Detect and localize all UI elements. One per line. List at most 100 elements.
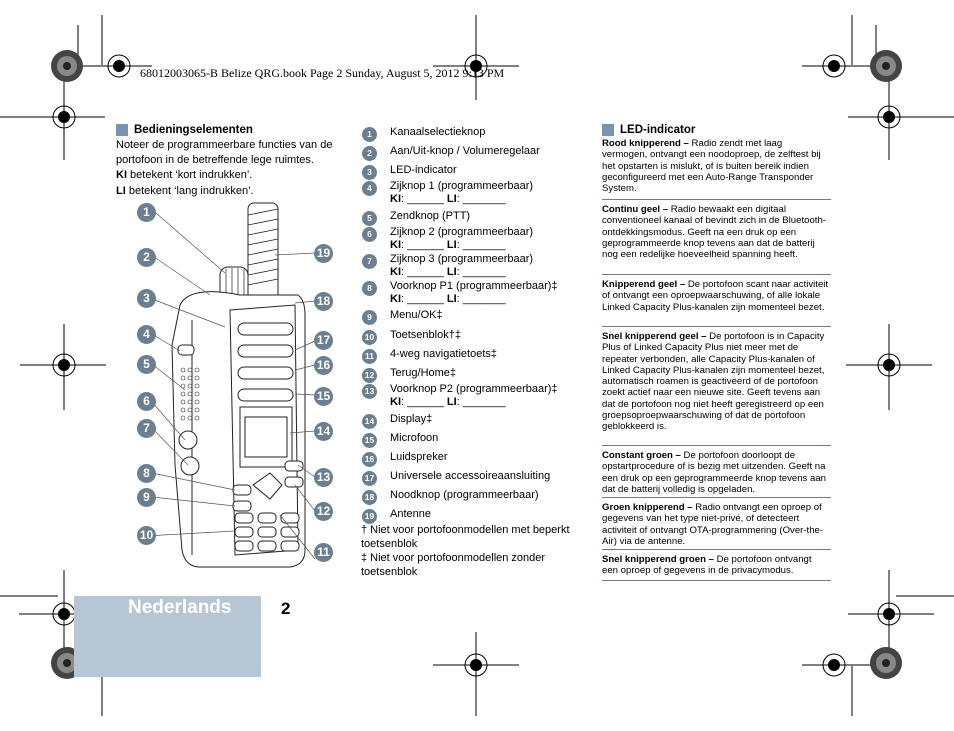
list-item: 9 Menu/OK‡ bbox=[362, 309, 443, 325]
callout-9: 9 bbox=[137, 488, 156, 507]
callout-7: 7 bbox=[137, 419, 156, 438]
divider bbox=[602, 580, 831, 581]
section-marker-icon bbox=[602, 124, 614, 136]
callout-14: 14 bbox=[314, 422, 333, 441]
item-number: 8 bbox=[362, 281, 377, 296]
item-number: 4 bbox=[362, 181, 377, 196]
section-marker-icon bbox=[116, 124, 128, 136]
list-item: 11 4-weg navigatietoets‡ bbox=[362, 348, 497, 364]
callout-19: 19 bbox=[314, 244, 333, 263]
led-title: LED-indicator bbox=[602, 124, 695, 136]
item-number: 19 bbox=[362, 509, 377, 524]
item-label: Universele accessoireaansluiting bbox=[390, 470, 551, 482]
item-label: Luidspreker bbox=[390, 451, 448, 463]
item-number: 13 bbox=[362, 384, 377, 399]
footnotes: † Niet voor portofoonmodellen met beperk… bbox=[361, 523, 591, 579]
callout-18: 18 bbox=[314, 292, 333, 311]
callout-10: 10 bbox=[137, 526, 156, 545]
callout-15: 15 bbox=[314, 387, 333, 406]
item-label: Voorknop P2 (programmeerbaar)‡KI: ______… bbox=[390, 383, 558, 409]
item-label: Voorknop P1 (programmeerbaar)‡KI: ______… bbox=[390, 280, 558, 306]
divider bbox=[602, 549, 831, 550]
page-number: 2 bbox=[281, 599, 291, 618]
led-entry: Constant groen – De portofoon doorloopt … bbox=[602, 450, 827, 495]
list-item: 10 Toetsenblok†‡ bbox=[362, 329, 461, 345]
item-label: Toetsenblok†‡ bbox=[390, 329, 461, 341]
language-tab bbox=[74, 596, 261, 677]
list-item: 1 Kanaalselectieknop bbox=[362, 126, 485, 142]
divider bbox=[602, 326, 831, 327]
item-number: 18 bbox=[362, 490, 377, 505]
controls-intro: Noteer de programmeerbare functies van d… bbox=[116, 138, 356, 199]
language-label: Nederlands bbox=[128, 597, 232, 618]
led-title-text: LED-indicator bbox=[620, 124, 696, 136]
list-item: 8 Voorknop P1 (programmeerbaar)‡KI: _____… bbox=[362, 280, 558, 306]
callout-17: 17 bbox=[314, 331, 333, 350]
callout-11: 11 bbox=[314, 543, 333, 562]
item-label: Kanaalselectieknop bbox=[390, 126, 486, 138]
item-label: Zijknop 1 (programmeerbaar)KI: ______ LI… bbox=[390, 180, 534, 206]
kl-explanation: KI betekent ‘kort indrukken’. bbox=[116, 169, 253, 182]
callout-1: 1 bbox=[137, 203, 156, 222]
list-item: 3 LED-indicator bbox=[362, 164, 457, 180]
list-item: 15 Microfoon bbox=[362, 432, 438, 448]
led-entry: Continu geel – Radio bewaakt een digitaa… bbox=[602, 204, 827, 261]
list-item: 12 Terug/Home‡ bbox=[362, 367, 456, 383]
ll-explanation: LI betekent ‘lang indrukken’. bbox=[116, 184, 254, 197]
led-entry: Rood knipperend – Radio zendt met laag v… bbox=[602, 138, 821, 195]
item-number: 16 bbox=[362, 452, 377, 467]
callout-8: 8 bbox=[137, 464, 156, 483]
item-number: 11 bbox=[362, 349, 377, 364]
callout-5: 5 bbox=[137, 355, 156, 374]
callout-6: 6 bbox=[137, 392, 156, 411]
controls-title-text: Bedieningselementen bbox=[134, 124, 253, 136]
list-item: 17 Universele accessoireaansluiting bbox=[362, 470, 550, 486]
item-number: 12 bbox=[362, 368, 377, 383]
item-label: Display‡ bbox=[390, 413, 433, 425]
item-label: Antenne bbox=[390, 508, 431, 520]
led-entry: Snel knipperend geel – De portofoon is i… bbox=[602, 331, 825, 433]
radio-illustration bbox=[144, 202, 316, 568]
item-label: Noodknop (programmeerbaar) bbox=[390, 489, 539, 501]
list-item: 19 Antenne bbox=[362, 508, 431, 524]
item-label: Microfoon bbox=[390, 432, 439, 444]
item-number: 6 bbox=[362, 227, 377, 242]
callout-16: 16 bbox=[314, 356, 333, 375]
callout-4: 4 bbox=[137, 325, 156, 344]
item-number: 7 bbox=[362, 254, 377, 269]
led-entry: Snel knipperend groen – De portofoon ont… bbox=[602, 554, 812, 577]
item-label: LED-indicator bbox=[390, 164, 457, 176]
list-item: 4 Zijknop 1 (programmeerbaar)KI: ______ L… bbox=[362, 180, 533, 206]
item-number: 15 bbox=[362, 433, 377, 448]
item-label: 4-weg navigatietoets‡ bbox=[390, 348, 498, 360]
list-item: 16 Luidspreker bbox=[362, 451, 447, 467]
item-number: 3 bbox=[362, 165, 377, 180]
divider bbox=[602, 199, 831, 200]
list-item: 5 Zendknop (PTT) bbox=[362, 210, 470, 226]
list-item: 2 Aan/Uit-knop / Volumeregelaar bbox=[362, 145, 540, 161]
callout-13: 13 bbox=[314, 468, 333, 487]
item-number: 2 bbox=[362, 146, 377, 161]
item-label: Menu/OK‡ bbox=[390, 309, 443, 321]
item-label: Zijknop 2 (programmeerbaar)KI: ______ LI… bbox=[390, 226, 534, 252]
list-item: 13 Voorknop P2 (programmeerbaar)‡KI: ____… bbox=[362, 383, 558, 409]
led-entry: Knipperend geel – De portofoon scant naa… bbox=[602, 279, 829, 313]
callout-2: 2 bbox=[137, 248, 156, 267]
divider bbox=[602, 497, 831, 498]
callout-3: 3 bbox=[137, 289, 156, 308]
item-number: 5 bbox=[362, 211, 377, 226]
item-label: Zendknop (PTT) bbox=[390, 210, 471, 222]
item-number: 9 bbox=[362, 310, 377, 325]
divider bbox=[602, 274, 831, 275]
item-number: 1 bbox=[362, 127, 377, 142]
item-number: 14 bbox=[362, 414, 377, 429]
item-number: 17 bbox=[362, 471, 377, 486]
led-entry: Groen knipperend – Radio ontvangt een op… bbox=[602, 502, 824, 547]
footnote-dagger: † Niet voor portofoonmodellen met beperk… bbox=[361, 524, 570, 550]
item-number: 10 bbox=[362, 330, 377, 345]
footnote-ddagger: ‡ Niet voor portofoonmodellen zonder toe… bbox=[361, 552, 546, 578]
item-label: Terug/Home‡ bbox=[390, 367, 457, 379]
list-item: 18 Noodknop (programmeerbaar) bbox=[362, 489, 539, 505]
item-label: Aan/Uit-knop / Volumeregelaar bbox=[390, 145, 540, 157]
